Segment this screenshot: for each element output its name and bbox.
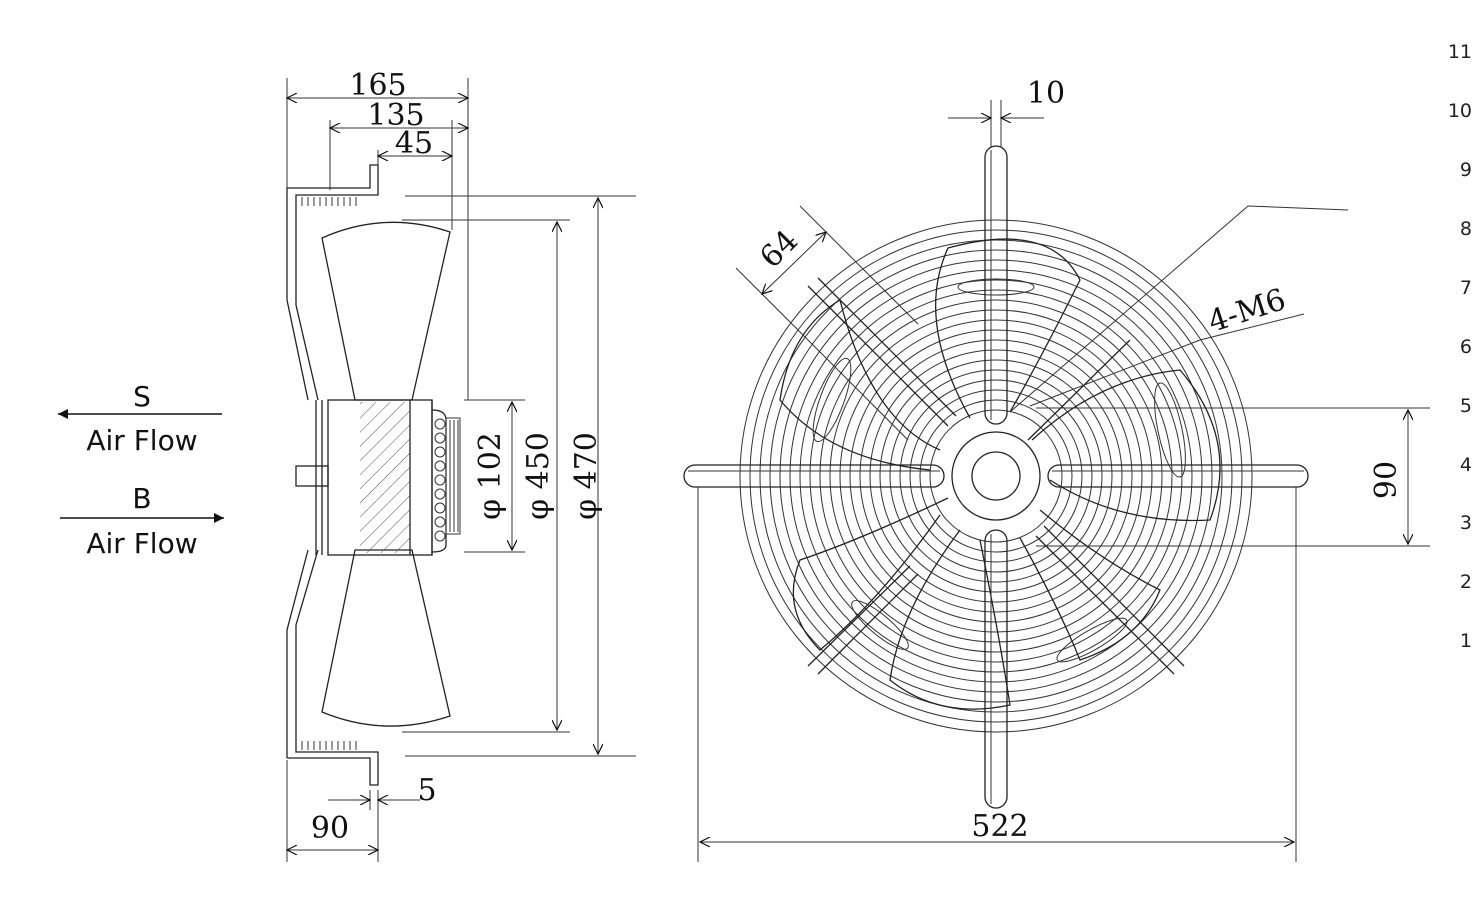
edge-tick-8: 8: [1460, 218, 1472, 240]
edge-tick-9: 9: [1460, 159, 1472, 181]
airflow-legend: S Air Flow B Air Flow: [58, 380, 224, 560]
edge-tick-3: 3: [1460, 512, 1472, 534]
edge-tick-10: 10: [1448, 100, 1472, 122]
dia-450-label: φ 450: [521, 432, 556, 520]
dim-10-label: 10: [1027, 76, 1065, 111]
motor-fin-bumps: [434, 418, 446, 542]
frame-ridges-bottom: [301, 741, 357, 750]
airflow-b-letter: B: [132, 482, 151, 515]
edge-tick-1: 1: [1460, 630, 1472, 652]
arm-bottom: [984, 529, 1008, 809]
dim-5-label: 5: [417, 773, 436, 808]
edge-tick-6: 6: [1460, 336, 1472, 358]
dia-102-label: φ 102: [473, 432, 508, 520]
dim-165-label: 165: [349, 68, 406, 103]
dim-135-label: 135: [367, 98, 424, 133]
airflow-s-label: Air Flow: [86, 424, 197, 457]
arm-left: [683, 464, 945, 488]
arm-top: [984, 145, 1008, 425]
edge-tick-2: 2: [1460, 571, 1472, 593]
arm-right: [1047, 464, 1309, 488]
motor-hatch: [360, 402, 410, 553]
hub-inner: [971, 451, 1021, 501]
airflow-s-letter: S: [133, 380, 151, 413]
edge-scale: 11 10 9 8 7 6 5 4 3 2 1: [1448, 41, 1472, 652]
dim-64-label: 64: [753, 223, 805, 275]
edge-tick-11: 11: [1448, 41, 1472, 63]
edge-tick-5: 5: [1460, 395, 1472, 417]
dim-64-line: [762, 232, 826, 294]
blade-bottom: [321, 549, 451, 727]
mount-holes-label: 4-M6: [1204, 282, 1290, 340]
airflow-b-label: Air Flow: [86, 527, 197, 560]
edge-tick-4: 4: [1460, 454, 1472, 476]
dim-90-side-label: 90: [311, 811, 349, 846]
edge-tick-7: 7: [1460, 277, 1472, 299]
frame-ridges-top: [301, 197, 357, 206]
hub-outer: [951, 431, 1041, 521]
dim-522-label: 522: [971, 809, 1028, 844]
dia-470-label: φ 470: [569, 432, 604, 520]
front-view: 10 64 4-M6 90 522: [683, 76, 1430, 862]
wire-guard-rings: [739, 219, 1253, 733]
dim-45-label: 45: [395, 126, 433, 161]
front-blades: [779, 238, 1221, 710]
m6-leader: [1009, 205, 1349, 413]
motor-shaft: [295, 465, 329, 487]
blade-top: [321, 221, 451, 401]
dim-90-front-label: 90: [1369, 461, 1404, 499]
side-view: 165 135 45: [287, 68, 636, 862]
